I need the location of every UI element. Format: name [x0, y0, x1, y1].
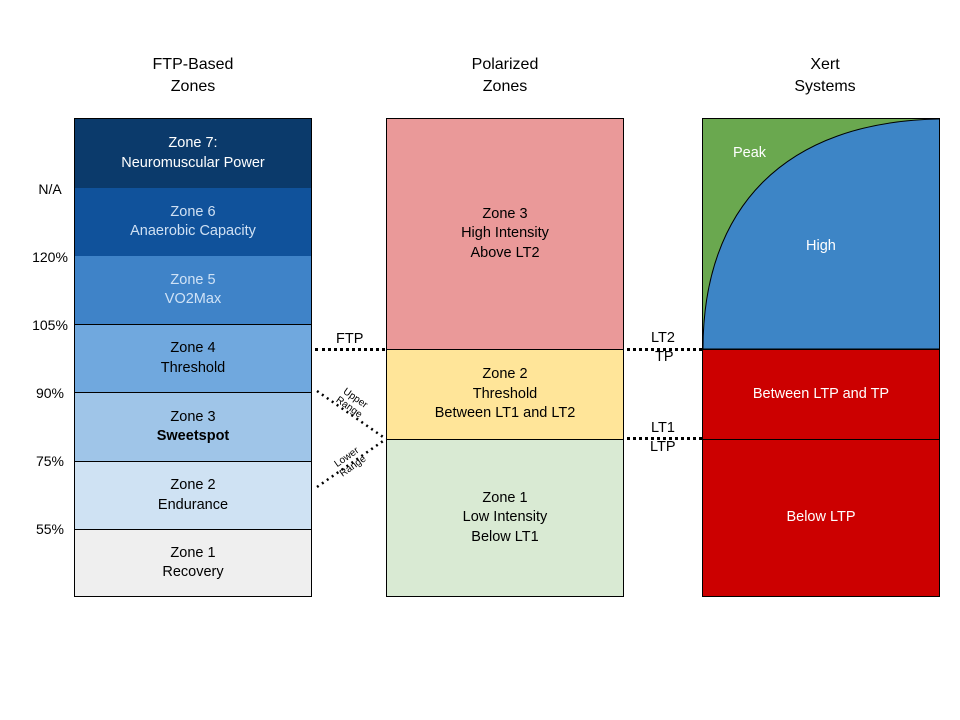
polarized-zone-3: Zone 3 High Intensity Above LT2 [387, 119, 623, 349]
xert-high-label: High [806, 238, 836, 254]
xert-systems-title: Xert Systems [705, 54, 945, 98]
xert-between-label: Between LTP and TP [752, 385, 890, 402]
polarized-zone-1: Zone 1 Low Intensity Below LT1 [387, 439, 623, 596]
ftp-zone-4-title: Zone 4 [170, 340, 216, 356]
ftp-zone-3: Zone 3 Sweetspot [75, 392, 311, 461]
xert-peak-high-area [703, 119, 939, 349]
ftp-percent-120: 120% [32, 249, 68, 265]
ftp-zone-4: Zone 4 Threshold [75, 324, 311, 392]
ftp-zone-2-name: Endurance [157, 496, 229, 513]
polarized-title-line-1: Polarized [471, 56, 539, 73]
ftp-percent-na: N/A [38, 181, 62, 197]
ftp-percent-90: 90% [35, 385, 65, 401]
polarized-zone-2: Zone 2 Threshold Between LT1 and LT2 [387, 349, 623, 439]
ftp-zone-6: Zone 6 Anaerobic Capacity [75, 188, 311, 256]
polarized-zone-1-desc: Below LT1 [471, 528, 539, 545]
ftp-zone-2: Zone 2 Endurance [75, 461, 311, 529]
ftp-zone-3-name: Sweetspot [156, 428, 230, 444]
lt1-marker-label: LT1 [651, 420, 675, 436]
lt2-marker-label: LT2 [651, 330, 675, 346]
xert-between-ltp-tp: Between LTP and TP [703, 349, 939, 439]
polarized-zone-2-title: Zone 2 [482, 366, 528, 383]
xert-high-curve [703, 119, 939, 349]
xert-below-label: Below LTP [786, 509, 856, 526]
ftp-zone-5: Zone 5 VO2Max [75, 256, 311, 324]
ftp-zone-3-title: Zone 3 [170, 408, 216, 425]
lt1-ltp-dotted-line [627, 437, 702, 440]
upper-range-label: Upper Range [321, 377, 383, 429]
ftp-zone-4-name: Threshold [160, 359, 226, 376]
polarized-zone-1-name: Low Intensity [462, 509, 548, 526]
ftp-zones-title: FTP-Based Zones [73, 54, 313, 98]
lower-range-label: Lower Range [319, 436, 381, 488]
polarized-zones-title: Polarized Zones [385, 54, 625, 98]
ftp-zone-7-title: Zone 7: [168, 135, 218, 151]
polarized-zone-1-title: Zone 1 [482, 489, 528, 506]
ftp-zones-column: Zone 7: Neuromuscular Power Zone 6 Anaer… [74, 118, 312, 597]
polarized-zone-2-name: Threshold [472, 385, 538, 402]
polarized-zone-2-desc: Between LT1 and LT2 [434, 405, 576, 422]
ftp-zone-1-title: Zone 1 [170, 544, 216, 561]
ftp-zone-1-name: Recovery [162, 564, 224, 580]
ftp-title-line-1: FTP-Based [152, 56, 234, 73]
polarized-title-line-2: Zones [482, 78, 528, 95]
ftp-zone-5-name: VO2Max [164, 291, 222, 307]
ftp-zone-5-title: Zone 5 [170, 271, 216, 288]
ftp-zone-1: Zone 1 Recovery [75, 529, 311, 596]
ftp-zone-6-name: Anaerobic Capacity [130, 223, 256, 239]
xert-title-line-1: Xert [810, 56, 840, 73]
ftp-title-line-2: Zones [170, 78, 216, 95]
xert-systems-column: Peak High Between LTP and TP Below LTP [702, 118, 940, 597]
lt2-tp-dotted-line [627, 348, 702, 351]
ltp-marker-label: LTP [650, 439, 676, 455]
xert-below-ltp: Below LTP [703, 439, 939, 596]
tp-marker-label: TP [655, 349, 674, 365]
xert-high-area [703, 119, 939, 349]
xert-title-line-2: Systems [794, 78, 856, 95]
ftp-zone-2-title: Zone 2 [170, 477, 216, 493]
ftp-percent-105: 105% [32, 317, 68, 333]
xert-peak-label: Peak [733, 145, 767, 161]
ftp-zone-7-name: Neuromuscular Power [121, 154, 265, 171]
ftp-threshold-dotted-line [315, 348, 385, 351]
polarized-zone-3-desc: Above LT2 [470, 244, 540, 261]
ftp-zone-6-title: Zone 6 [170, 203, 216, 220]
ftp-percent-55: 55% [35, 521, 65, 537]
ftp-zone-7: Zone 7: Neuromuscular Power [75, 119, 311, 188]
polarized-zone-3-title: Zone 3 [482, 205, 528, 222]
ftp-marker-label: FTP [336, 331, 364, 347]
polarized-zone-3-name: High Intensity [461, 225, 549, 242]
polarized-zones-column: Zone 3 High Intensity Above LT2 Zone 2 T… [386, 118, 624, 597]
ftp-percent-75: 75% [35, 453, 65, 469]
